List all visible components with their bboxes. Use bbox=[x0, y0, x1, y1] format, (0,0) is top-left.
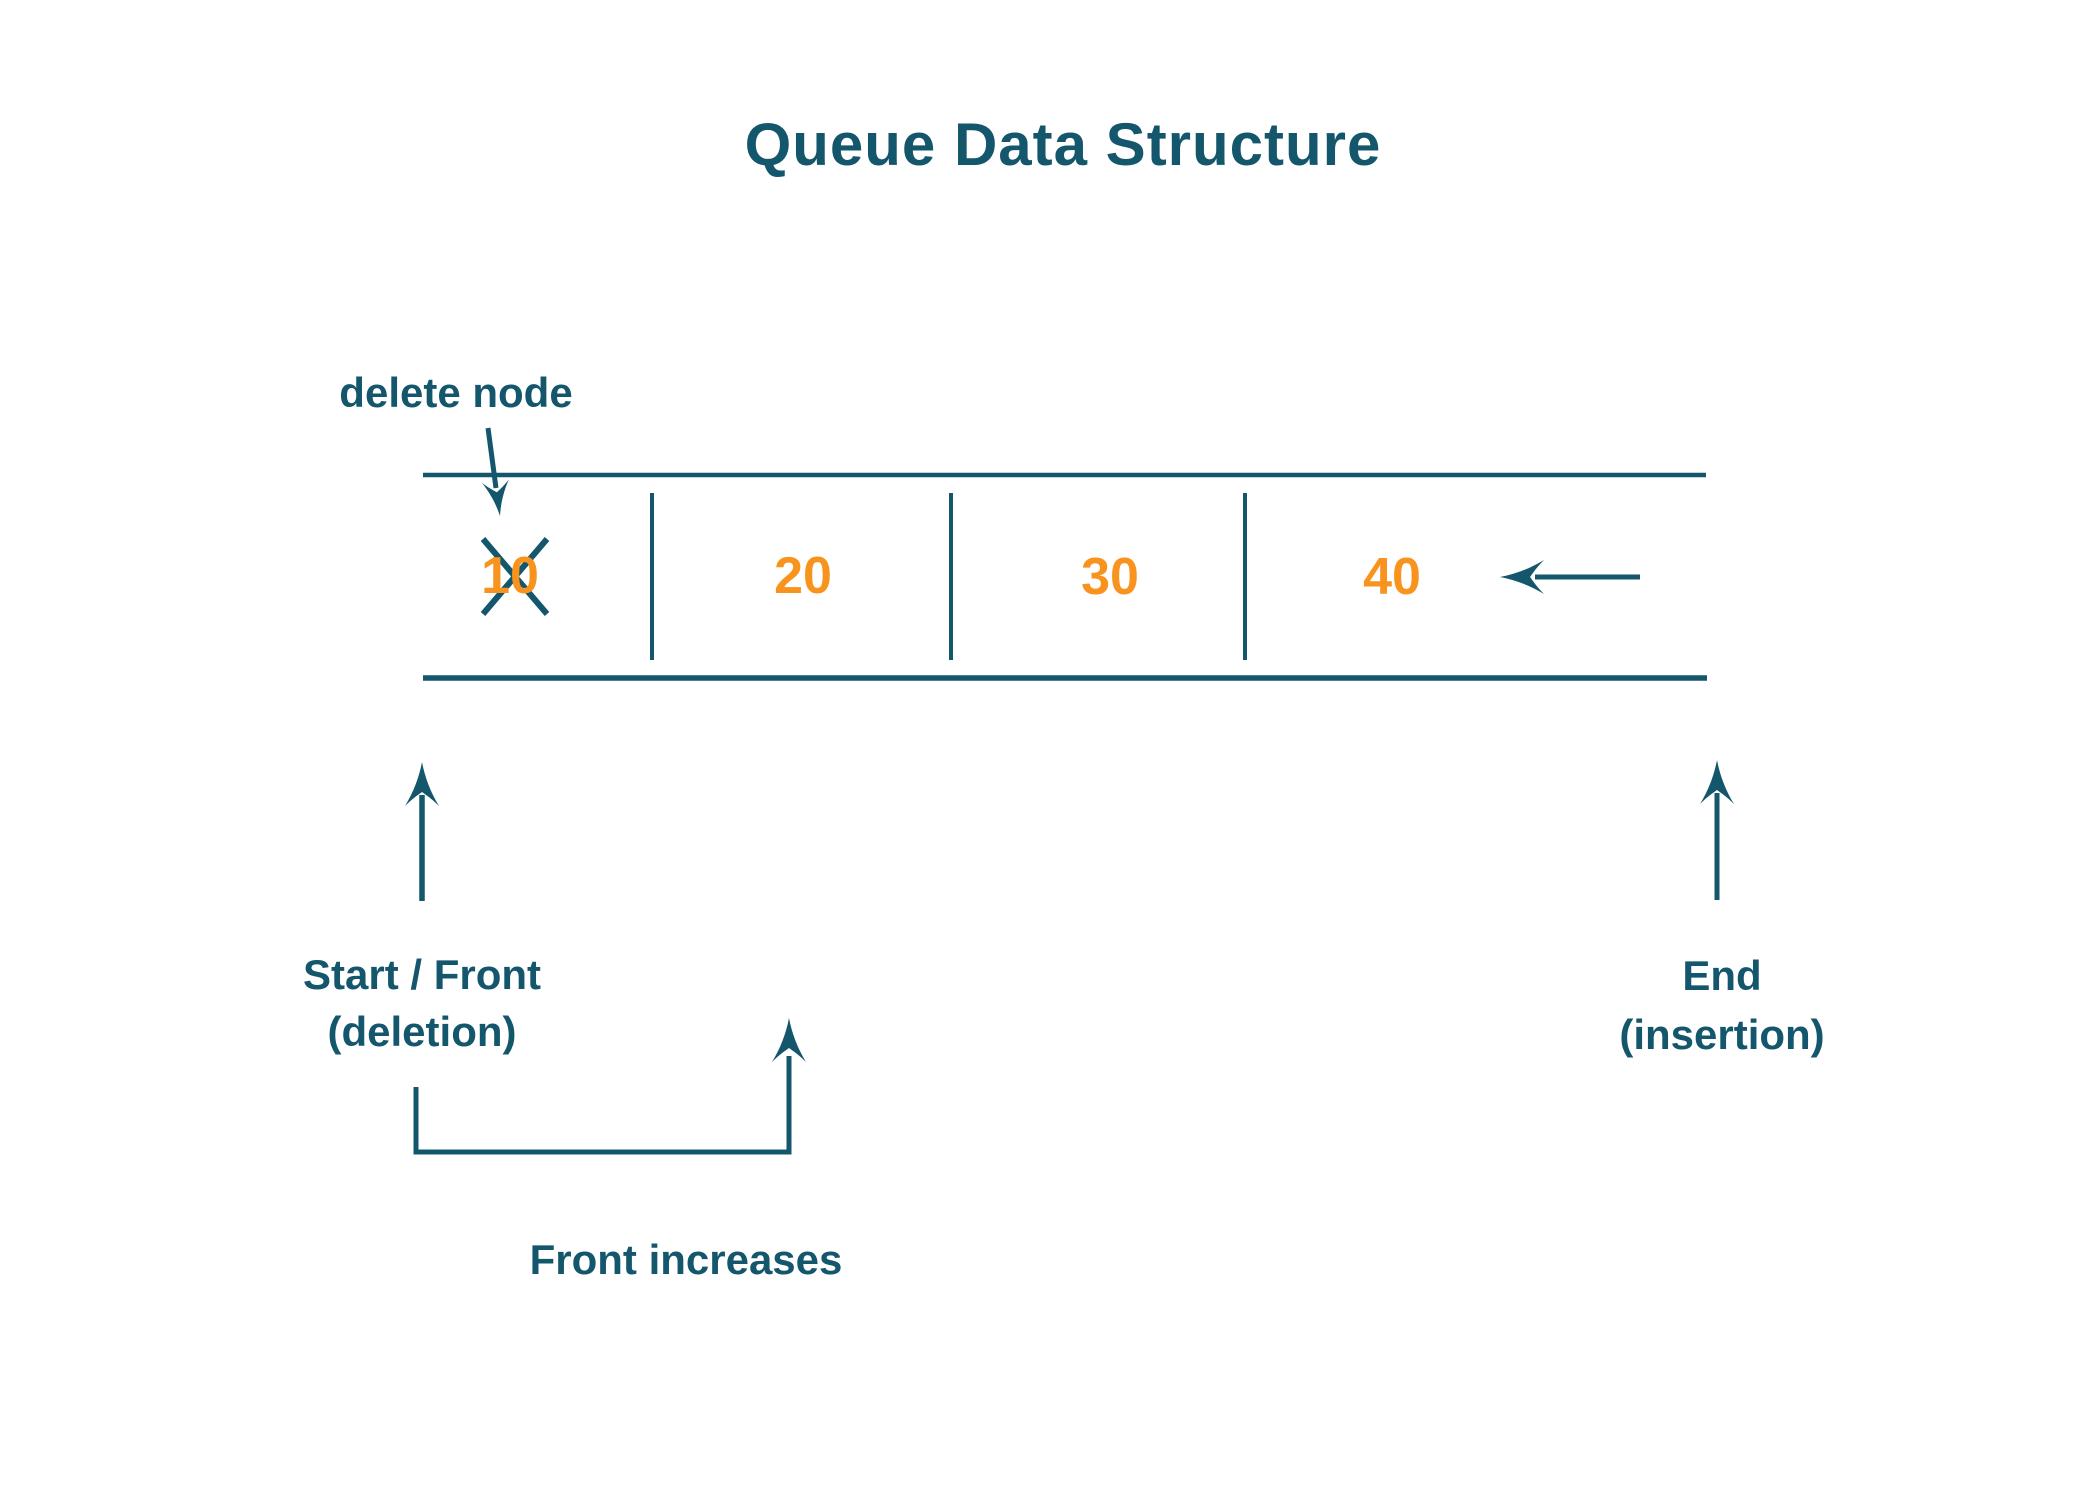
delete-node-arrow-icon bbox=[481, 427, 514, 518]
strike-cross-icon bbox=[480, 537, 550, 616]
queue-cell-value-4: 40 bbox=[1363, 548, 1421, 606]
queue-cell-value-2: 20 bbox=[774, 547, 832, 605]
start-front-sublabel: (deletion) bbox=[327, 1008, 517, 1055]
page-title: Queue Data Structure bbox=[744, 111, 1382, 178]
delete-node-label: delete node bbox=[339, 369, 573, 416]
queue-cell-value-3: 30 bbox=[1081, 548, 1139, 606]
queue-cell-value-1: 10 bbox=[481, 547, 539, 605]
front-increases-label: Front increases bbox=[529, 1236, 843, 1283]
start-front-label: Start / Front bbox=[303, 951, 541, 998]
front-increases-arrow-icon bbox=[413, 1018, 806, 1155]
end-sublabel: (insertion) bbox=[1619, 1011, 1825, 1058]
end-up-arrow-icon bbox=[1700, 760, 1734, 900]
insertion-left-arrow-icon bbox=[1500, 560, 1640, 594]
end-label: End bbox=[1682, 952, 1762, 999]
front-up-arrow-icon bbox=[405, 762, 439, 901]
